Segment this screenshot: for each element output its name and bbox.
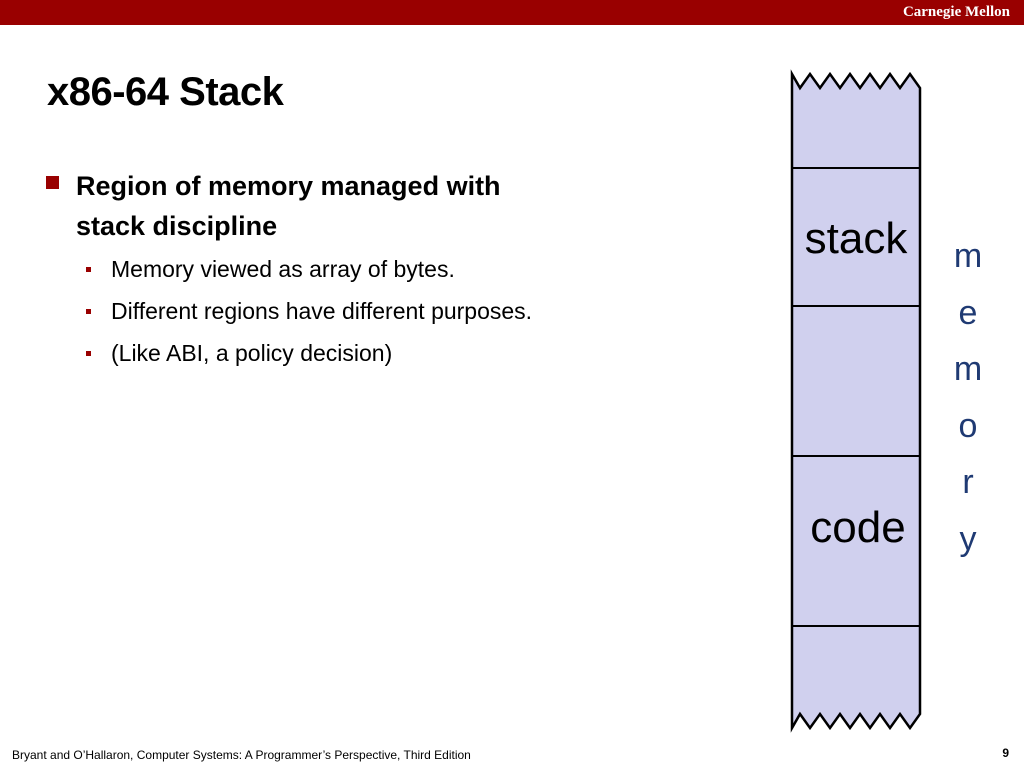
main-bullet: Region of memory managed with stack disc… xyxy=(46,166,516,246)
sub-bullet-text: Memory viewed as array of bytes. xyxy=(111,256,455,282)
sub-bullet-text: (Like ABI, a policy decision) xyxy=(111,340,393,366)
code-region-label: code xyxy=(810,503,905,552)
memory-letter: y xyxy=(960,520,977,558)
sub-bullet: (Like ABI, a policy decision) xyxy=(86,336,546,371)
square-bullet-icon xyxy=(86,309,91,314)
square-bullet-icon xyxy=(86,267,91,272)
memory-diagram: stack code m e m o r y xyxy=(790,69,982,733)
sub-bullet: Different regions have different purpose… xyxy=(86,294,546,329)
sub-bullet-list: Memory viewed as array of bytes. Differe… xyxy=(86,252,546,378)
memory-letter: m xyxy=(954,350,982,388)
footer-citation: Bryant and O’Hallaron, Computer Systems:… xyxy=(12,748,471,762)
sub-bullet-text: Different regions have different purpose… xyxy=(111,298,533,324)
memory-column xyxy=(790,69,922,733)
square-bullet-icon xyxy=(46,176,59,189)
memory-letter: e xyxy=(959,294,978,332)
main-bullet-text: Region of memory managed with stack disc… xyxy=(76,171,501,241)
square-bullet-icon xyxy=(86,351,91,356)
memory-letter: m xyxy=(954,237,982,275)
header-bar: Carnegie Mellon xyxy=(0,0,1024,25)
memory-letter: o xyxy=(959,407,978,445)
stack-region-label: stack xyxy=(805,214,909,263)
memory-letter: r xyxy=(962,463,973,501)
page-number: 9 xyxy=(1002,746,1009,760)
brand-label: Carnegie Mellon xyxy=(902,4,1010,20)
slide-title: x86-64 Stack xyxy=(47,70,284,114)
sub-bullet: Memory viewed as array of bytes. xyxy=(86,252,546,287)
